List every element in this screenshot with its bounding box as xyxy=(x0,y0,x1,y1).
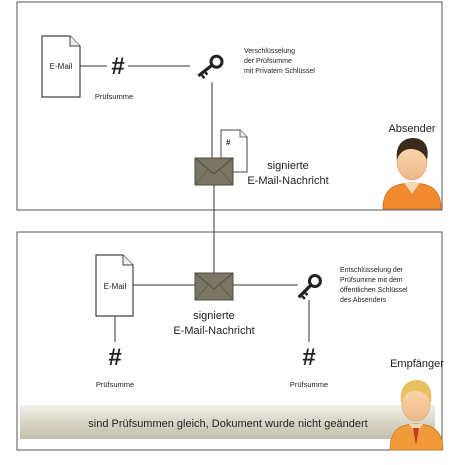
recipient-checksum-right-label: Prüfsumme xyxy=(290,380,328,389)
encrypt-caption-line-2: der Prüfsumme xyxy=(244,58,292,65)
svg-text:#: # xyxy=(226,138,231,147)
sender-email-label: E-Mail xyxy=(50,62,73,71)
public-key-icon xyxy=(297,274,322,300)
recipient-hash-left-symbol: # xyxy=(108,344,121,371)
sender-signed-line-2: E-Mail-Nachricht xyxy=(247,175,328,187)
recipient-hash-right-symbol: # xyxy=(302,344,315,371)
encrypt-caption-line-1: Verschlüsselung xyxy=(244,48,295,55)
sender-signed-line-1: signierte xyxy=(267,160,309,172)
recipient-checksum-left-label: Prüfsumme xyxy=(96,380,134,389)
sender-hash-symbol: # xyxy=(111,53,124,80)
sender-checksum-label: Prüfsumme xyxy=(95,92,133,101)
encrypt-caption: Verschlüsselung der Prüfsumme mit Privat… xyxy=(244,48,315,75)
encrypt-caption-line-3: mit Privatem Schlüssel xyxy=(244,68,315,75)
sender-email-document-icon: E-Mail xyxy=(41,35,81,98)
decrypt-caption-line-1: Entschlüsselung der xyxy=(340,267,404,274)
sender-envelope-icon xyxy=(194,157,234,186)
sender-avatar xyxy=(382,138,442,210)
private-key-icon xyxy=(197,54,224,80)
recipient-envelope-icon xyxy=(194,272,234,301)
decrypt-caption: Entschlüsselung der Prüfsumme mit dem öf… xyxy=(340,267,408,304)
decrypt-caption-line-4: des Absenders xyxy=(340,297,387,304)
sender-person-label: Absender xyxy=(388,123,435,135)
result-banner-text: sind Prüfsummen gleich, Dokument wurde n… xyxy=(88,418,367,430)
decrypt-caption-line-2: Prüfsumme mit dem xyxy=(340,277,403,284)
recipient-avatar xyxy=(389,380,444,451)
recipient-signed-line-2: E-Mail-Nachricht xyxy=(173,325,254,337)
recipient-person-label: Empfänger xyxy=(390,358,444,370)
recipient-signed-line-1: signierte xyxy=(193,310,235,322)
recipient-email-label: E-Mail xyxy=(104,282,127,291)
recipient-email-document-icon: E-Mail xyxy=(95,254,134,317)
result-banner xyxy=(20,405,435,439)
decrypt-caption-line-3: öffentlichen Schlüssel xyxy=(340,287,408,294)
